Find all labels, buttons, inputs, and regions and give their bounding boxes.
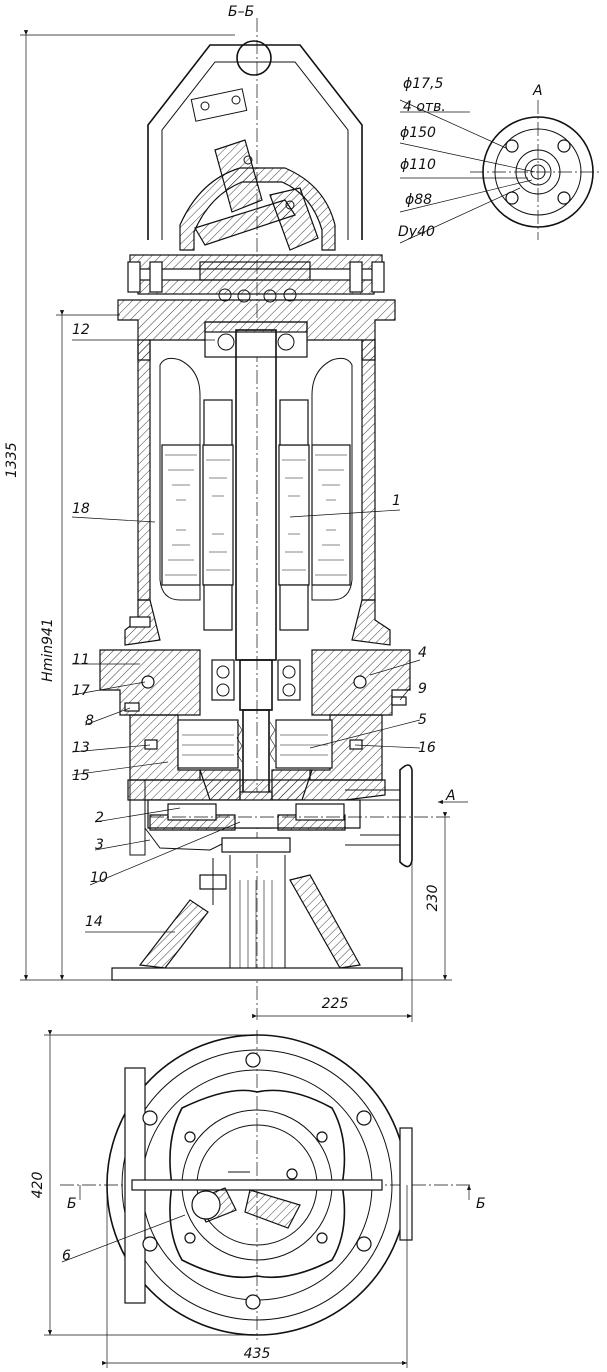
section-view	[99, 18, 450, 1020]
dim-plan-depth: 420	[30, 1172, 46, 1199]
part-number-5: 5	[418, 712, 427, 728]
pump-volute	[127, 764, 450, 868]
motor-housing	[117, 299, 396, 646]
callout-hole-diameter: ϕ17,5	[403, 76, 444, 92]
part-number-3: 3	[95, 837, 104, 853]
part-number-6: 6	[62, 1248, 71, 1264]
dim-min-level: Hmin941	[40, 618, 56, 682]
part-number-18: 18	[72, 501, 90, 517]
plan-view	[60, 1030, 470, 1340]
dim-total-height: 1335	[4, 442, 20, 478]
dim-outlet-offset: 225	[322, 996, 349, 1012]
callout-raised-face: ϕ110	[400, 157, 436, 173]
top-flange	[127, 254, 385, 303]
part-number-17: 17	[72, 683, 90, 699]
section-mark-left: Б	[67, 1196, 77, 1212]
flange-view-a	[399, 99, 600, 244]
part-number-10: 10	[90, 870, 108, 886]
part-number-13: 13	[72, 740, 90, 756]
part-number-11: 11	[72, 652, 90, 668]
dim-outlet-height: 230	[425, 885, 441, 912]
leader-lines	[61, 339, 421, 1263]
shaft	[235, 329, 277, 829]
part-number-14: 14	[85, 914, 103, 930]
lower-bearing	[99, 649, 411, 716]
stator-stack	[161, 444, 351, 586]
part-number-4: 4	[418, 645, 427, 661]
part-number-2: 2	[95, 810, 104, 826]
dimension-lines	[20, 30, 472, 1368]
callout-inner-diameter: ϕ88	[405, 192, 432, 208]
callout-nominal-size: Dy40	[398, 224, 435, 240]
part-number-8: 8	[85, 713, 94, 729]
part-number-15: 15	[72, 768, 90, 784]
section-title: Б–Б	[228, 4, 254, 20]
callout-hole-count: 4 отв.	[403, 99, 446, 115]
view-label: A	[532, 83, 543, 99]
section-mark-a: A	[445, 788, 456, 804]
section-mark-right: Б	[476, 1196, 486, 1212]
dim-plan-width: 435	[244, 1346, 271, 1362]
lifting-bracket	[147, 40, 363, 251]
part-number-9: 9	[418, 681, 427, 697]
stand	[111, 855, 403, 981]
part-number-12: 12	[72, 322, 90, 338]
part-number-16: 16	[418, 740, 436, 756]
part-number-1: 1	[392, 493, 401, 509]
callout-bolt-circle: ϕ150	[400, 125, 436, 141]
